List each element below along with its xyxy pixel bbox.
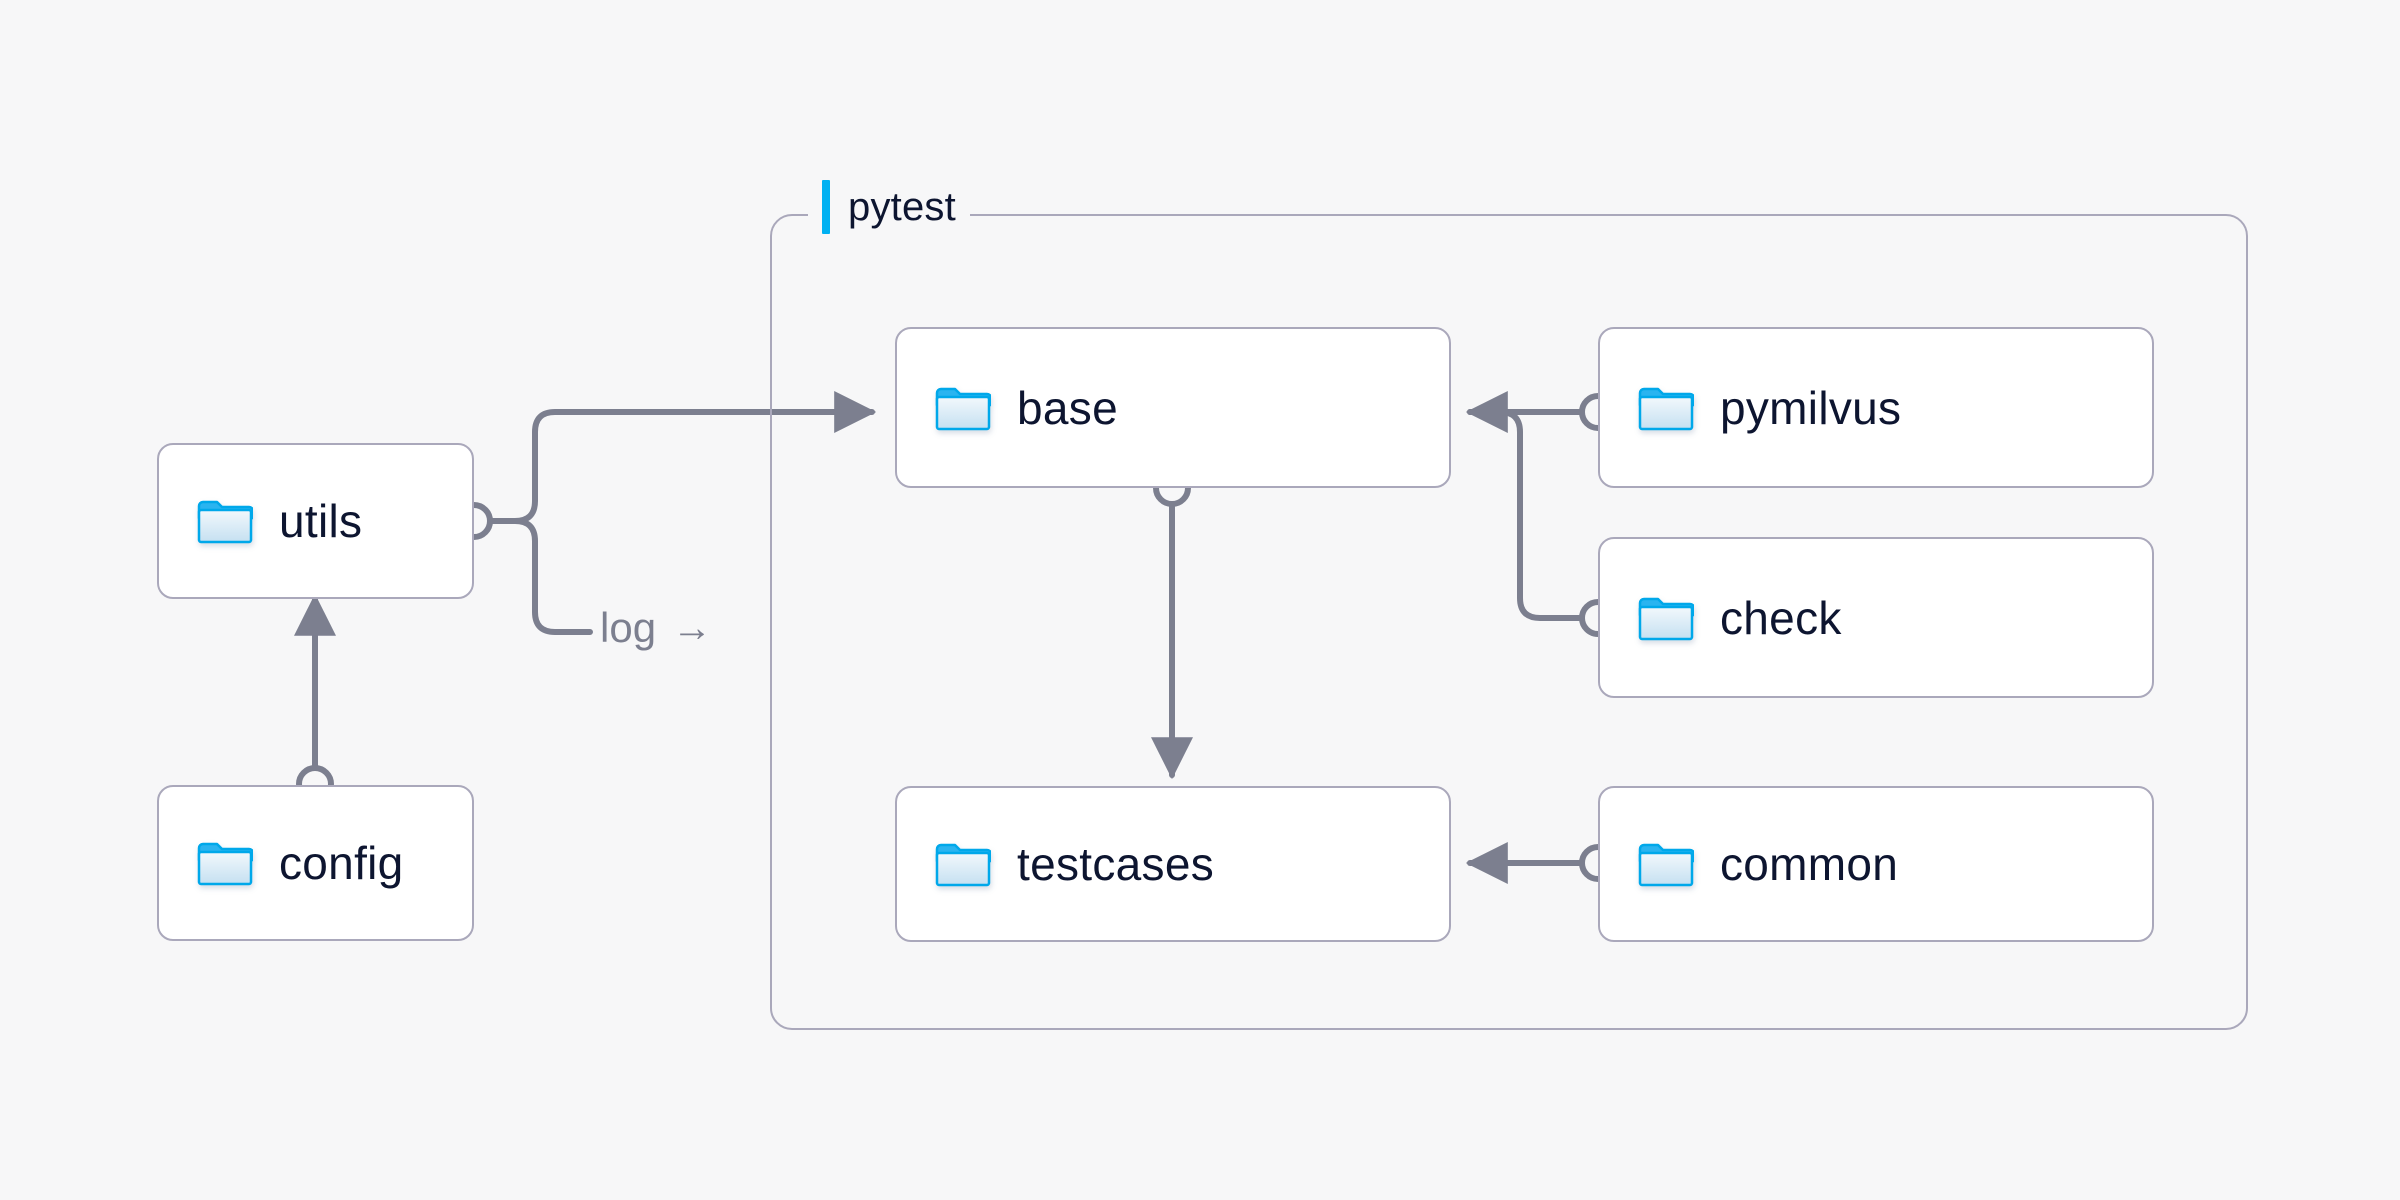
edge-utils-to-log — [489, 518, 593, 635]
edge-label-log: log → — [600, 604, 712, 652]
node-pymilvus[interactable]: pymilvus — [1598, 327, 2154, 488]
node-label: check — [1720, 591, 1842, 644]
node-testcases[interactable]: testcases — [895, 786, 1451, 942]
node-utils[interactable]: utils — [157, 443, 474, 599]
node-label: common — [1720, 838, 1899, 890]
group-accent-bar — [822, 180, 830, 234]
folder-icon — [1638, 843, 1694, 887]
node-config[interactable]: config — [157, 785, 474, 941]
node-common[interactable]: common — [1598, 786, 2154, 942]
edge-label-log-text: log — [600, 604, 657, 651]
node-check[interactable]: check — [1598, 537, 2154, 698]
node-label: pymilvus — [1720, 381, 1902, 434]
folder-icon — [197, 500, 253, 544]
node-label: testcases — [1017, 838, 1215, 890]
group-pytest[interactable] — [770, 214, 2248, 1030]
node-base[interactable]: base — [895, 327, 1451, 488]
folder-icon — [1638, 597, 1694, 640]
group-label-text: pytest — [848, 184, 956, 229]
folder-icon — [935, 843, 991, 887]
node-label: base — [1017, 381, 1118, 434]
group-pytest-label: pytest — [808, 180, 970, 234]
arrow-right-icon: → — [672, 606, 713, 650]
folder-icon — [1638, 387, 1694, 430]
folder-icon — [197, 842, 253, 886]
folder-icon — [935, 387, 991, 430]
node-label: utils — [279, 495, 363, 547]
node-label: config — [279, 837, 404, 889]
